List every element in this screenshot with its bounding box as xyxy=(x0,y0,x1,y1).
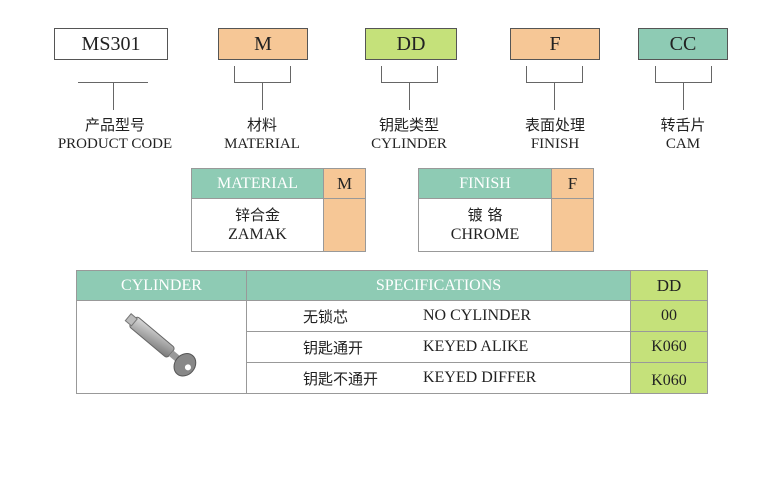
connector xyxy=(554,83,555,110)
specifications-header: SPECIFICATIONS xyxy=(246,270,631,301)
row-code: K060 xyxy=(630,362,708,394)
row-cn: 钥匙不通开 xyxy=(303,369,379,388)
connector xyxy=(262,83,263,110)
bracket xyxy=(655,66,712,83)
bracket xyxy=(381,66,438,83)
row-code: K060 xyxy=(630,331,708,363)
row-code: 00 xyxy=(630,300,708,332)
cam-code-box: CC xyxy=(638,28,728,60)
finish-table-code: F xyxy=(551,168,594,199)
bracket xyxy=(526,66,583,83)
row-cn: 钥匙通开 xyxy=(303,338,364,357)
connector xyxy=(409,83,410,110)
bracket xyxy=(234,66,291,83)
row-en: KEYED ALIKE xyxy=(423,338,529,355)
product-code-box: MS301 xyxy=(54,28,168,60)
finish-code-cell xyxy=(551,198,594,252)
finish-code-box: F xyxy=(510,28,600,60)
row-en: KEYED DIFFER xyxy=(423,369,537,386)
row-cn: 无锁芯 xyxy=(303,307,349,326)
material-code-cell xyxy=(323,198,366,252)
finish-table-header: FINISH xyxy=(418,168,552,199)
connector xyxy=(113,82,114,110)
connector xyxy=(683,83,684,110)
material-table-header: MATERIAL xyxy=(191,168,324,199)
material-table-code: M xyxy=(323,168,366,199)
table-row: 无锁芯 NO CYLINDER xyxy=(246,300,631,332)
cylinder-key-icon xyxy=(124,313,196,377)
table-row: 钥匙通开 KEYED ALIKE xyxy=(246,331,631,363)
cylinder-image-cell xyxy=(76,300,247,394)
cylinder-code-box: DD xyxy=(365,28,457,60)
dd-header: DD xyxy=(630,270,708,301)
material-code-box: M xyxy=(218,28,308,60)
table-row: 钥匙不通开 KEYED DIFFER xyxy=(246,362,631,394)
cylinder-header: CYLINDER xyxy=(76,270,247,301)
row-en: NO CYLINDER xyxy=(423,307,531,324)
